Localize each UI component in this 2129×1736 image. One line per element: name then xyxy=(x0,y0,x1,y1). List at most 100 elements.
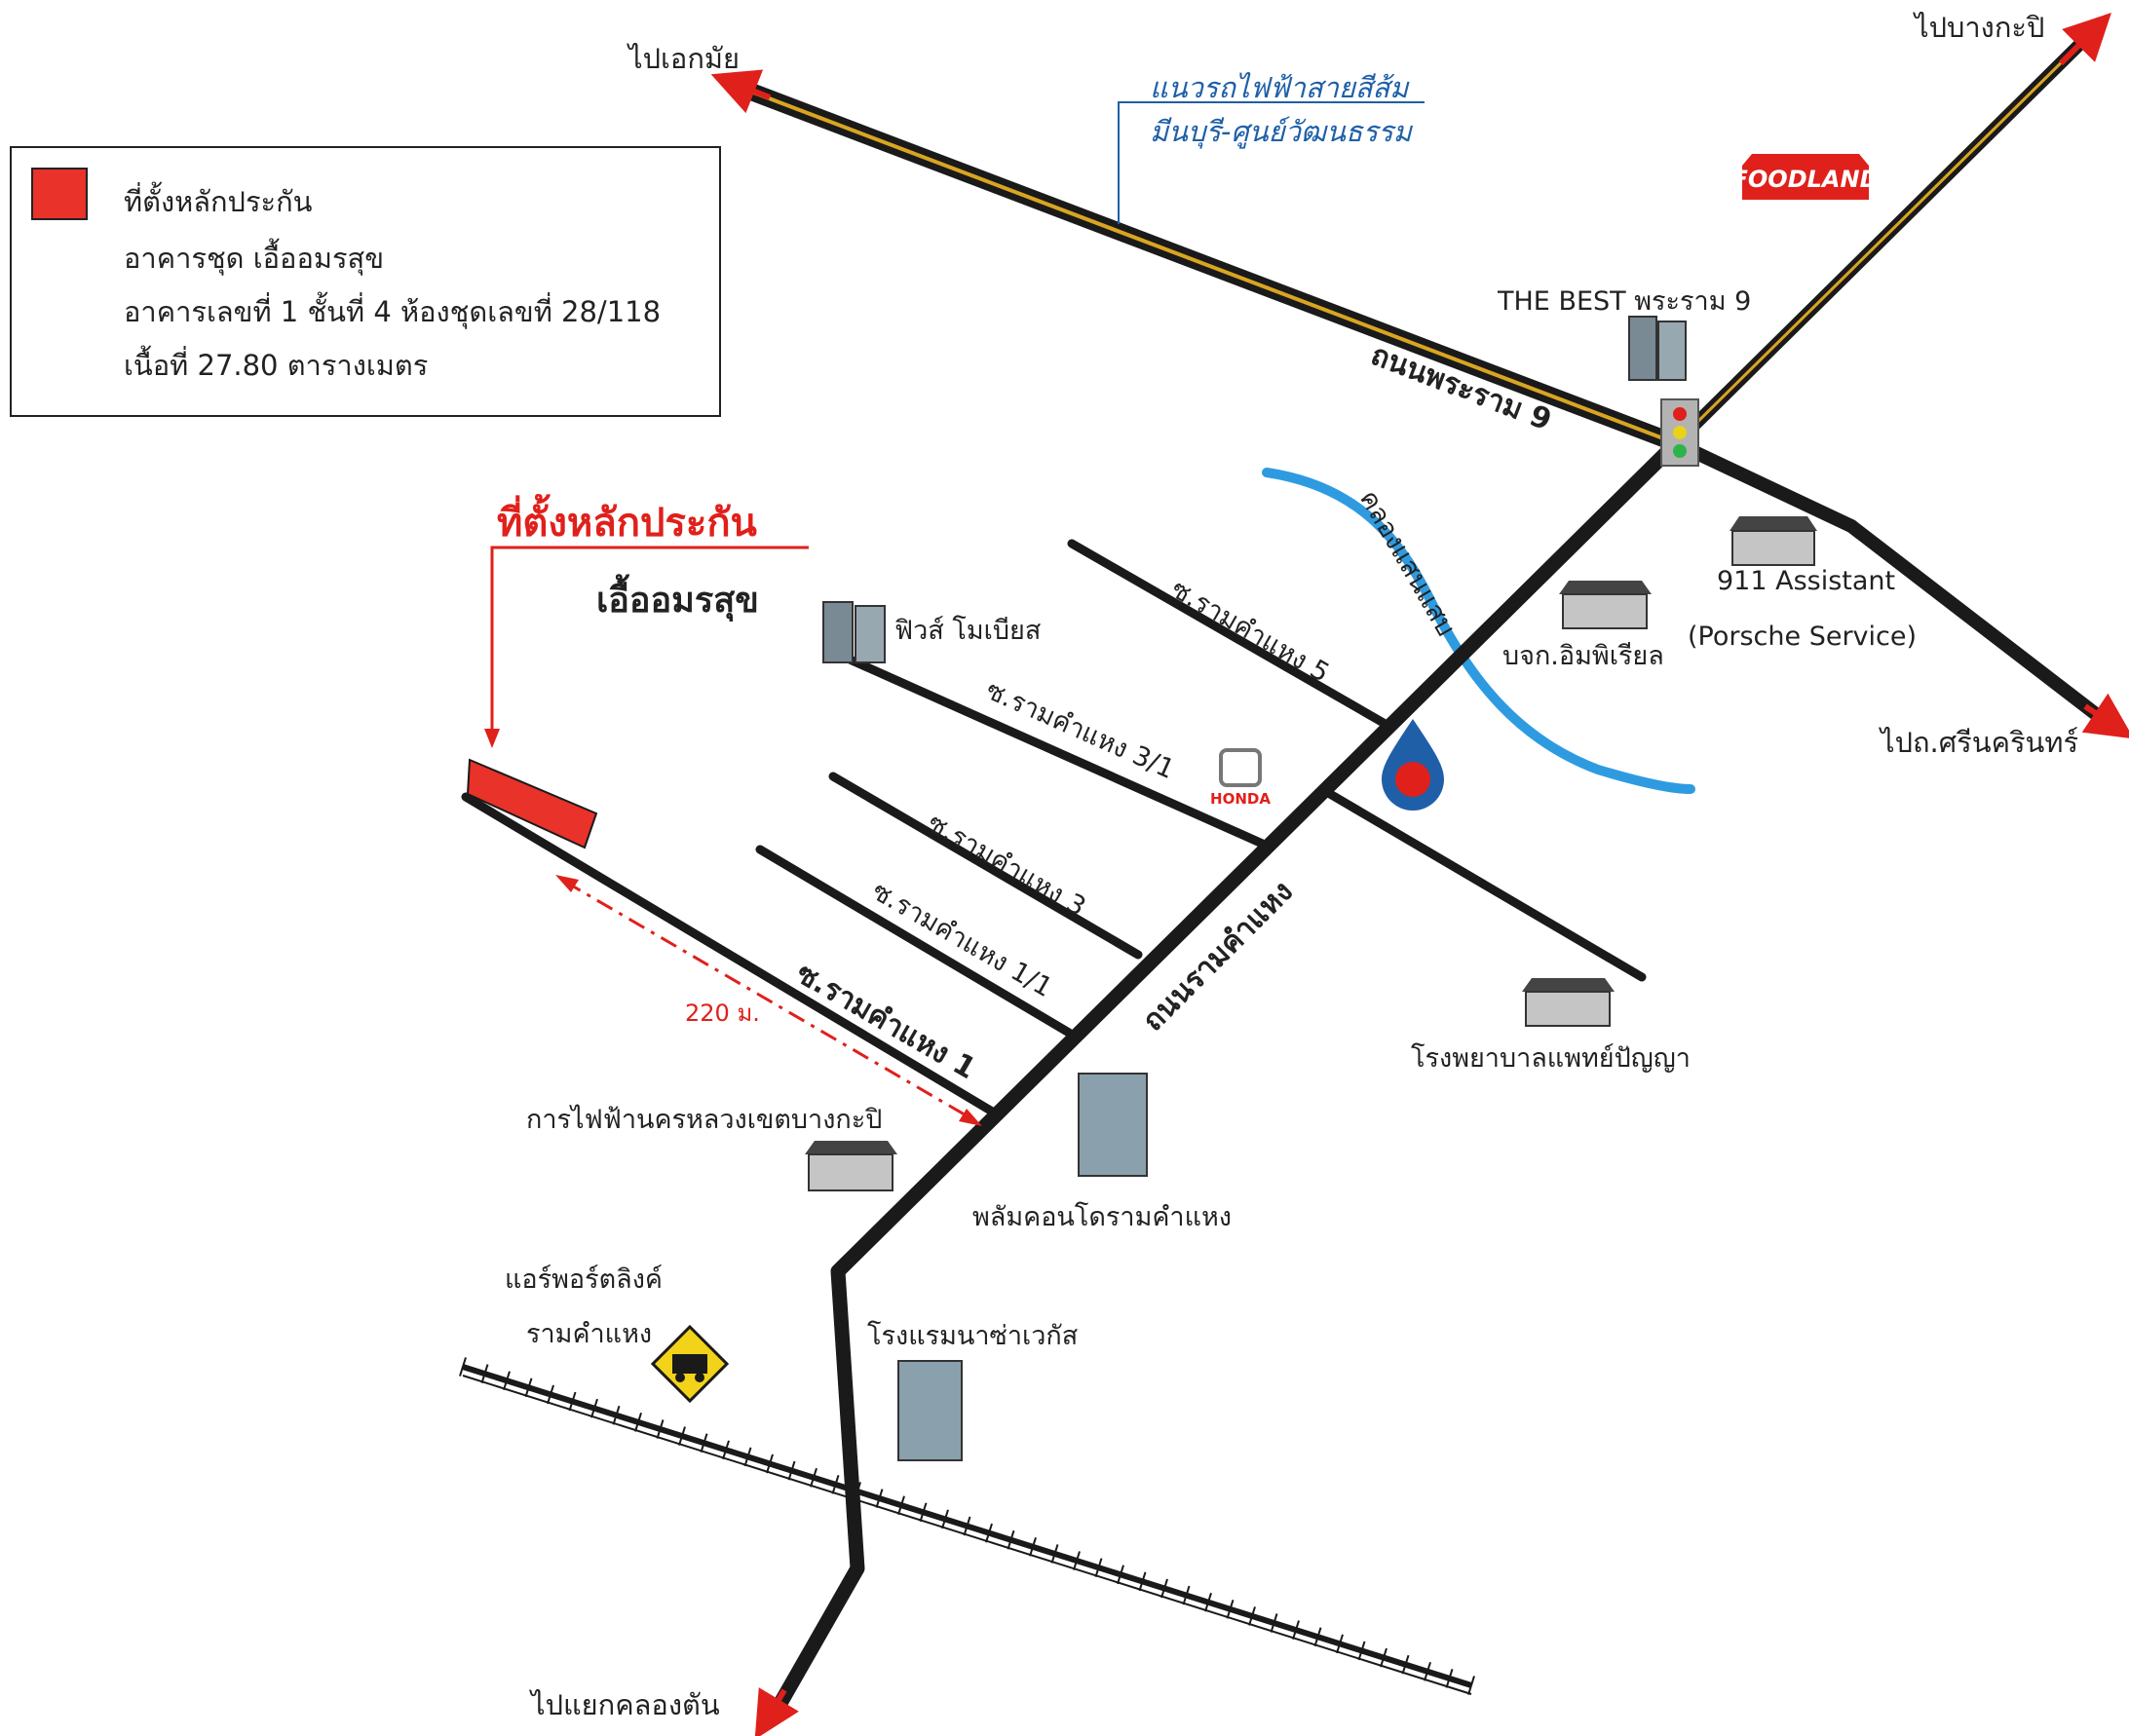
rail-tie xyxy=(1094,1558,1103,1577)
soi-1-1-road xyxy=(755,845,1074,1038)
rail-tie xyxy=(831,1475,840,1494)
rail-tie xyxy=(941,1509,949,1529)
honda-label: HONDA xyxy=(1210,790,1271,808)
legend-box: ที่ตั้งหลักประกัน อาคารชุด เอื้ออมรสุข อ… xyxy=(10,146,721,417)
rail-tie xyxy=(985,1523,993,1543)
rail-tie xyxy=(810,1467,817,1488)
label-mea: การไฟฟ้านครหลวงเขตบางกะปิ xyxy=(526,1105,882,1135)
rail-tie xyxy=(1182,1585,1191,1605)
rail-tie xyxy=(1248,1606,1256,1626)
legend-title: ที่ตั้งหลักประกัน xyxy=(124,185,313,218)
label-hospital: โรงพยาบาลแพทย์ปัญญา xyxy=(1411,1042,1691,1074)
rail-tie xyxy=(678,1426,686,1446)
label-nasa: โรงแรมนาซ่าเวกัส xyxy=(867,1321,1078,1351)
legend-swatch xyxy=(31,168,88,220)
rail-tie xyxy=(656,1419,665,1439)
soi-3-road xyxy=(828,772,1143,960)
foodland-logo: FOODLAND xyxy=(1732,154,1880,200)
legend-line-3: เนื้อที่ 27.80 ตารางเมตร xyxy=(124,349,429,382)
legend-line-1: อาคารชุด เอื้ออมรสุข xyxy=(124,242,385,275)
rail-tie xyxy=(722,1440,730,1460)
soi-1-road xyxy=(461,792,999,1117)
legend-line-2: อาคารเลขที่ 1 ชั้นที่ 4 ห้องชุดเลขที่ 28… xyxy=(124,295,662,328)
rail-tie xyxy=(1117,1565,1124,1585)
rail-tie xyxy=(1336,1634,1344,1654)
label-canal: คลองแสนแสบ xyxy=(1353,485,1462,641)
rail-tie xyxy=(1380,1647,1388,1668)
building-icon-imperial xyxy=(1559,581,1652,629)
srinakarin-road xyxy=(1844,519,2111,728)
label-soi-3: ซ.รามคำแหง 3 xyxy=(923,808,1091,923)
gas-station-icon xyxy=(1382,719,1444,811)
rail-tie xyxy=(875,1489,884,1508)
distance-dash-line xyxy=(564,880,975,1122)
label-fuse: ฟิวส์ โมเบียส xyxy=(894,615,1041,646)
label-911-assistant: 911 Assistant xyxy=(1717,566,1895,596)
rail-tie xyxy=(766,1453,774,1474)
train-crossing-icon xyxy=(650,1324,730,1404)
orange-line-callout xyxy=(1118,101,1425,224)
arrow-srinakarin xyxy=(2081,693,2129,739)
rail-tie xyxy=(568,1391,577,1412)
arrow-ekkamai xyxy=(710,69,772,114)
label-airport-link-1: แอร์พอร์ตลิงค์ xyxy=(505,1264,663,1295)
rail-tie xyxy=(524,1377,533,1398)
traffic-light-icon xyxy=(1660,398,1699,467)
foodland-label: FOODLAND xyxy=(1732,166,1880,193)
rail-tie xyxy=(1160,1578,1168,1599)
building-icon-911 xyxy=(1730,516,1817,566)
rail-tie xyxy=(1138,1571,1147,1592)
canal-line xyxy=(1262,468,1695,794)
rail-tie xyxy=(919,1502,928,1523)
distance-label: 220 ม. xyxy=(685,1000,760,1027)
label-to-khlongtan: ไปแยกคลองตัน xyxy=(529,1688,720,1721)
rail-tie xyxy=(1313,1627,1322,1647)
property-name: เอื้ออมรสุข xyxy=(596,574,759,623)
orange-line-label-2: มีนบุรี-ศูนย์วัฒนธรรม xyxy=(1150,115,1414,149)
label-porsche-service: (Porsche Service) xyxy=(1688,622,1917,652)
label-soi-1: ซ.รามคำแหง 1 xyxy=(790,957,981,1087)
label-soi-5: ซ.รามคำแหง 5 xyxy=(1166,574,1335,689)
rail-tie xyxy=(1204,1592,1212,1612)
rail-tie xyxy=(547,1384,554,1405)
rail-tie xyxy=(1007,1529,1015,1550)
rail-tie xyxy=(787,1460,796,1481)
property-heading: ที่ตั้งหลักประกัน xyxy=(497,494,757,546)
property-callout-arrowhead xyxy=(484,729,500,748)
building-icon-nasa xyxy=(897,1360,963,1461)
rail-tie xyxy=(590,1398,598,1418)
rail-tie xyxy=(1029,1536,1037,1557)
ramkhamhaeng-road xyxy=(772,435,1684,1713)
rail-tie xyxy=(459,1357,467,1377)
bangkapi-road-inner xyxy=(1674,37,2087,445)
rail-tie xyxy=(1467,1676,1475,1695)
orange-line-label-1: แนวรถไฟฟ้าสายสีส้ม xyxy=(1150,71,1410,104)
label-to-srinakarin: ไปถ.ศรีนครินทร์ xyxy=(1879,726,2078,759)
rail-tie xyxy=(1357,1641,1366,1661)
airport-link-railway xyxy=(459,1357,1475,1695)
rama9-road xyxy=(727,77,1685,452)
label-to-bangkapi: ไปบางกะปิ xyxy=(1913,11,2044,44)
rail-tie xyxy=(503,1371,511,1391)
rail-tie xyxy=(743,1447,752,1467)
rama9-road-east xyxy=(1669,436,1858,533)
building-icon-plum xyxy=(1078,1073,1148,1177)
distance-arrow-start xyxy=(555,875,579,892)
hospital-road xyxy=(1325,789,1647,982)
label-to-ekkamai: ไปเอกมัย xyxy=(627,42,740,75)
honda-logo: HONDA xyxy=(1210,748,1271,808)
rail-tie xyxy=(634,1413,642,1432)
rail-tie xyxy=(897,1495,905,1516)
rail-tie xyxy=(480,1364,489,1383)
label-imperial: บจก.อิมพิเรียล xyxy=(1502,641,1664,671)
label-the-best: THE BEST พระราม 9 xyxy=(1497,286,1751,317)
rail-tie xyxy=(1073,1551,1081,1570)
building-icon-mea xyxy=(805,1141,897,1191)
label-plum: พลัมคอนโดรามคำแหง xyxy=(972,1202,1232,1232)
rail-tie xyxy=(1424,1661,1431,1681)
rail-tie xyxy=(1050,1544,1059,1564)
soi-5-road xyxy=(1067,539,1393,731)
building-icon-fuse xyxy=(822,601,886,663)
